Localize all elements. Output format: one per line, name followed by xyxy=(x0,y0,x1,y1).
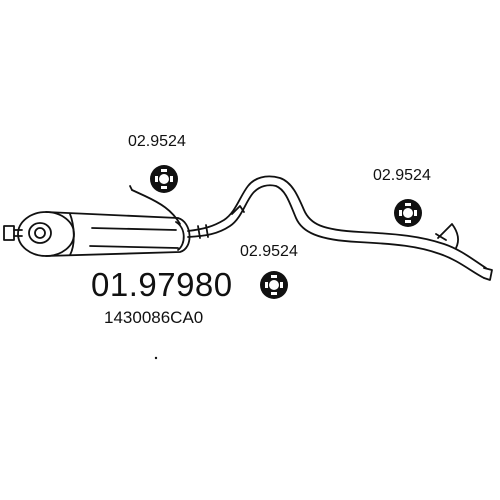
hanger-ref-right: 02.9524 xyxy=(373,167,431,184)
exhaust-pipe-icon xyxy=(187,175,493,281)
oem-code: 1430086CA0 xyxy=(104,308,204,327)
hanger-bracket xyxy=(129,185,181,225)
marker-dot xyxy=(154,356,158,360)
rubber-hanger-icon xyxy=(394,199,422,227)
rubber-hanger-icon xyxy=(150,165,178,193)
hanger-ref-mid: 02.9524 xyxy=(240,243,298,260)
hanger-ref-top: 02.9524 xyxy=(128,133,186,150)
rear-silencer-icon xyxy=(3,211,191,257)
part-number: 01.97980 xyxy=(91,266,233,303)
rubber-hanger-icon xyxy=(260,271,288,299)
